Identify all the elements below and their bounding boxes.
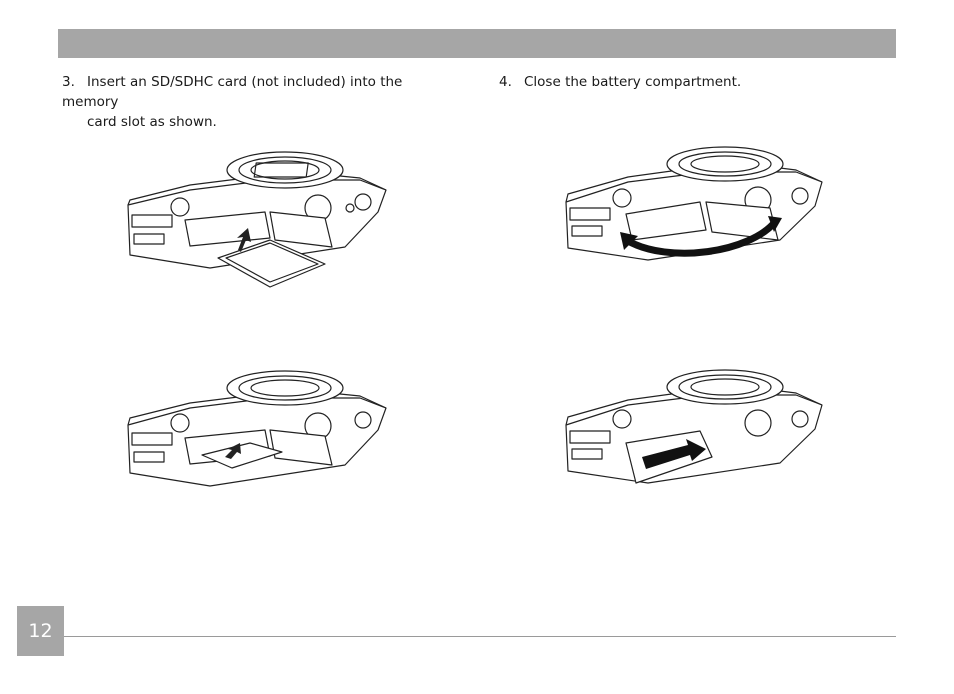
step-3-text-line2: card slot as shown. bbox=[87, 114, 217, 130]
step-4-number: 4. bbox=[499, 74, 512, 90]
camera-insert-card-illustration bbox=[127, 151, 387, 288]
camera-card-inserted-illustration bbox=[127, 370, 387, 487]
header-bar bbox=[58, 29, 896, 58]
step-3-number: 3. bbox=[62, 74, 75, 90]
step-4-text-line1: Close the battery compartment. bbox=[524, 74, 742, 90]
step-3: 3.Insert an SD/SDHC card (not included) … bbox=[62, 72, 462, 132]
page-number: 12 bbox=[17, 606, 64, 656]
camera-door-closed-illustration bbox=[565, 369, 823, 484]
step-3-text-line1: Insert an SD/SDHC card (not included) in… bbox=[62, 74, 403, 110]
camera-close-door-illustration bbox=[565, 146, 823, 261]
footer-rule bbox=[64, 636, 896, 637]
step-4: 4. Close the battery compartment. bbox=[499, 72, 879, 92]
